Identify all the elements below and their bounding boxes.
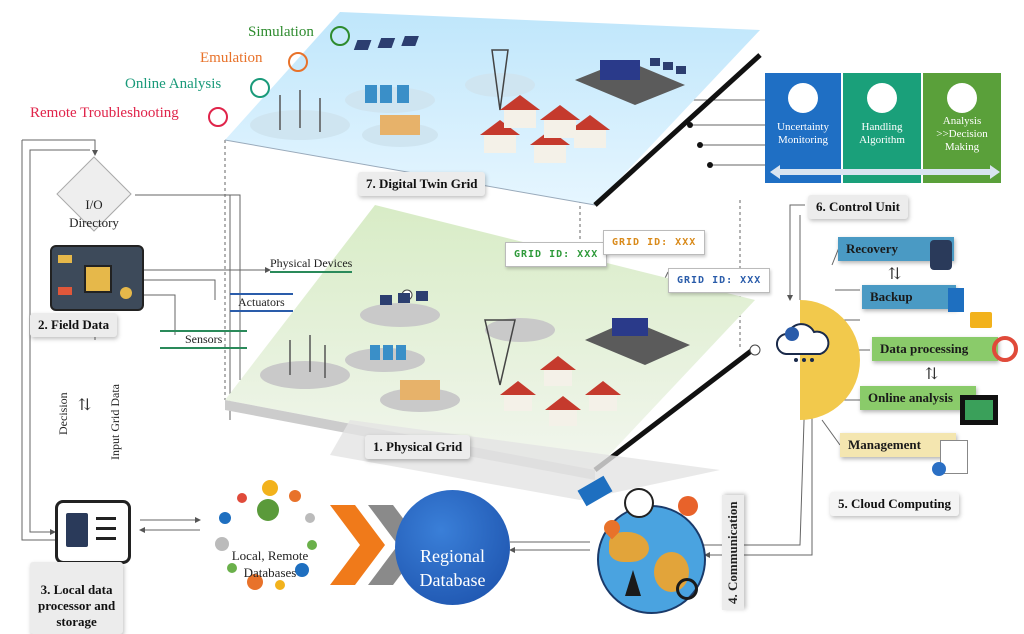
decision-label: Decision — [56, 392, 70, 435]
local-processor-label: 3. Local data processor and storage — [30, 562, 124, 634]
control-card-analysis: Analysis >>Decision Making — [923, 73, 1001, 183]
control-card-handling: Handling Algorithm — [843, 73, 921, 183]
legend-online-analysis: Online Analysis — [125, 76, 222, 92]
algorithm-icon — [867, 83, 897, 113]
circuit-board-icon — [50, 245, 144, 311]
communication-label: 4. Communication — [722, 495, 744, 610]
up-down-arrows-icon: ⇅ — [888, 266, 902, 283]
emulation-toggle-icon[interactable] — [288, 52, 308, 72]
control-flow-arrow — [770, 165, 1000, 179]
up-down-arrows-icon: ⇅ — [78, 397, 92, 414]
regional-database-circle — [395, 490, 510, 605]
io-directory-label: I/O Directory — [69, 197, 119, 230]
physical-grid-label: 1. Physical Grid — [365, 435, 471, 459]
grid-id-tag: GRID ID: XXX — [668, 268, 771, 293]
input-grid-data-label: Input Grid Data — [108, 384, 122, 460]
grid-id-tag: GRID ID: XXX — [505, 242, 608, 267]
network-node-icon — [624, 488, 654, 518]
cloud-computing-title: 5. Cloud Computing — [830, 492, 960, 516]
gear-icon — [932, 462, 946, 476]
cloud-item-online-analysis[interactable]: Online analysis — [860, 386, 976, 410]
orange-dot — [678, 496, 698, 516]
satellite-dish-icon — [676, 578, 698, 600]
cloud-item-management[interactable]: Management — [840, 433, 956, 457]
cloud-item-data-processing[interactable]: Data processing — [872, 337, 998, 361]
online-analysis-toggle-icon[interactable] — [250, 78, 270, 98]
actuators-label: Actuators — [230, 293, 293, 312]
gear-icon — [992, 336, 1018, 362]
grid-id-tag: GRID ID: XXX — [603, 230, 706, 255]
local-remote-db-label: Local, Remote Databases — [231, 548, 309, 580]
database-dots-ring — [215, 480, 317, 590]
remote-troubleshooting-toggle-icon[interactable] — [208, 107, 228, 127]
storage-card-icon — [55, 500, 131, 564]
monitor-chart-icon — [960, 395, 998, 425]
digital-twin-grid-label: 7. Digital Twin Grid — [358, 172, 486, 196]
server-icon — [948, 288, 964, 312]
antenna-tower-icon — [625, 570, 641, 596]
up-down-arrows-icon: ⇅ — [925, 366, 939, 383]
folder-icon — [970, 312, 992, 328]
field-data-label: 2. Field Data — [30, 313, 118, 337]
legend-emulation: Emulation — [200, 50, 263, 66]
legend-simulation: Simulation — [248, 24, 314, 40]
decision-icon — [947, 83, 977, 113]
cloud-item-backup[interactable]: Backup — [862, 285, 956, 309]
cloud-network-icon — [774, 320, 832, 364]
legend-remote-troubleshooting: Remote Troubleshooting — [30, 105, 179, 121]
io-directory-diamond — [55, 155, 133, 233]
regional-database-label: Regional Database — [419, 546, 486, 590]
monitoring-icon — [788, 83, 818, 113]
control-card-uncertainty: Uncertainty Monitoring — [765, 73, 841, 183]
physical-devices-label: Physical Devices — [270, 256, 353, 273]
control-unit-title: 6. Control Unit — [808, 195, 908, 219]
simulation-toggle-icon[interactable] — [330, 26, 350, 46]
sensors-label: Sensors — [160, 330, 248, 349]
database-icon — [930, 240, 952, 270]
